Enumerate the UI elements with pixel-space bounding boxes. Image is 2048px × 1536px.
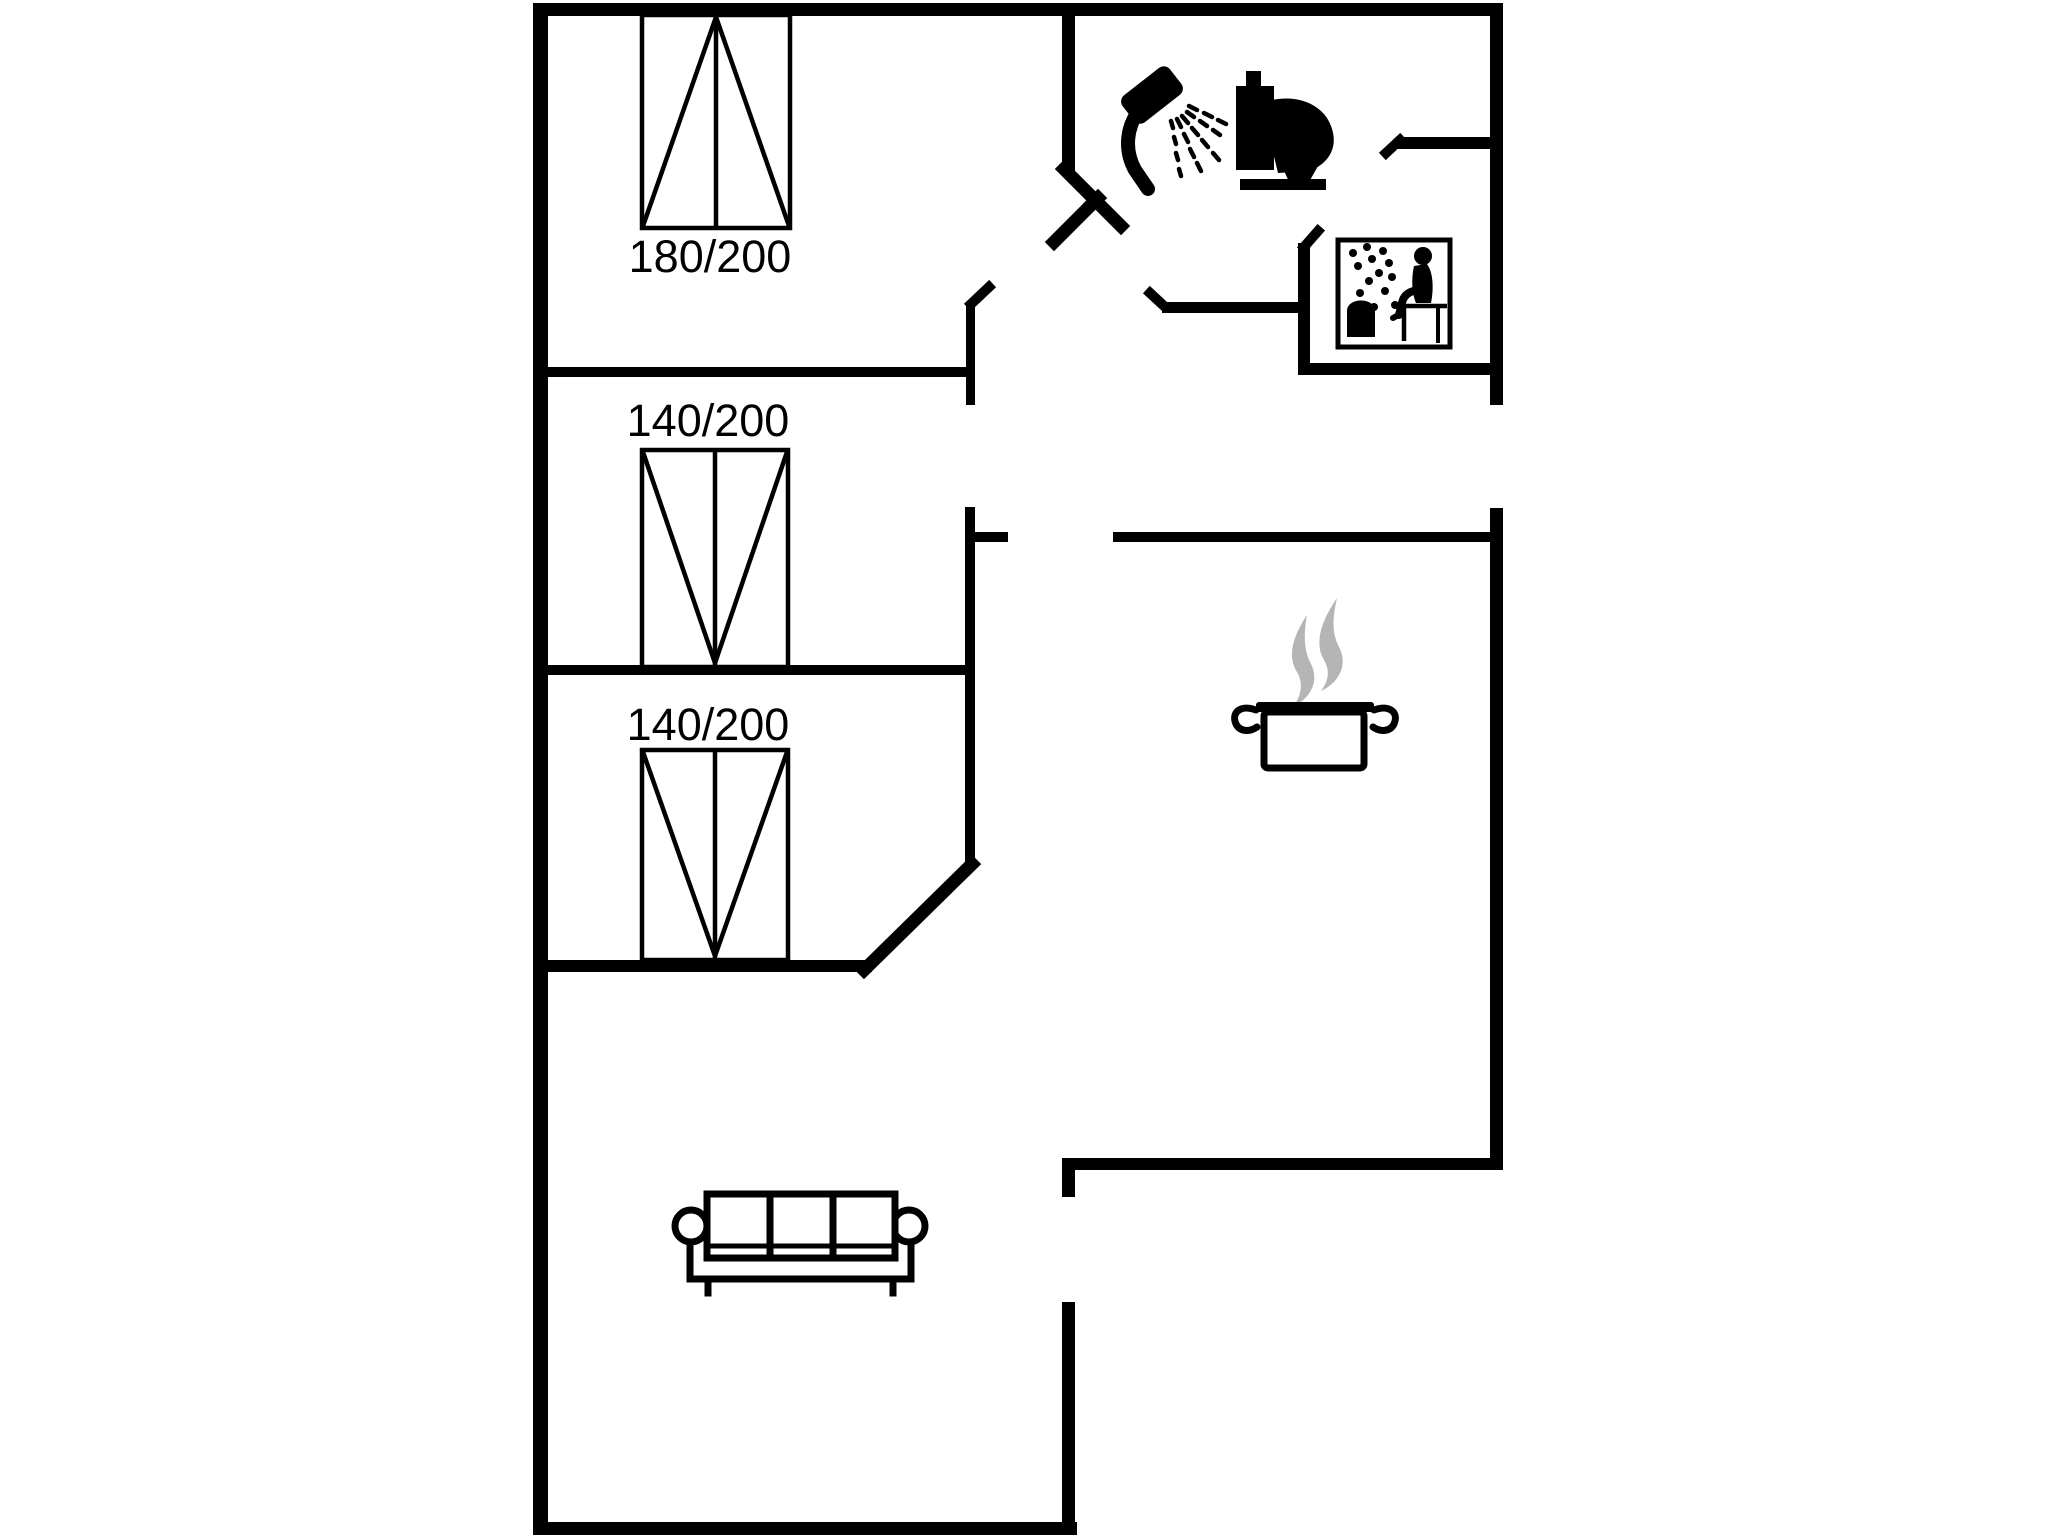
wall-bedroom1-east-jamb <box>966 303 975 405</box>
bed-3 <box>639 747 791 963</box>
steam-right <box>1319 598 1343 691</box>
wall-bottom <box>533 1522 1077 1535</box>
bed-1-duvet-right <box>713 16 792 227</box>
shower-handle <box>1121 101 1155 196</box>
bed-1 <box>639 12 793 231</box>
interior-walls <box>548 16 1503 980</box>
bed-3-duvet-left <box>640 751 718 957</box>
sofa-base <box>686 1240 915 1283</box>
wall-bathroom-south <box>1162 302 1310 313</box>
wall-bedroom1-south <box>548 367 975 377</box>
wall-livingroom-east-b <box>1062 1302 1075 1535</box>
bed-1-label: 180/200 <box>629 231 792 282</box>
pot-handle-left <box>1231 704 1261 734</box>
wall-sauna-west <box>1298 243 1310 375</box>
bed-2-duvet-right <box>712 451 790 664</box>
door-jamb-tick-wc <box>1378 132 1408 161</box>
wall-bedroom3-south <box>548 960 872 972</box>
bed-2 <box>639 447 791 670</box>
wall-kitchen-north <box>1113 532 1503 542</box>
bed-2-label: 140/200 <box>627 395 790 446</box>
toilet-tank-cap <box>1246 71 1261 87</box>
door-jamb-tick-bathroom <box>1142 285 1172 314</box>
sauna-person <box>1390 247 1433 321</box>
wall-step-horizontal <box>1062 1158 1503 1170</box>
wall-kitchen-north-stub <box>975 532 1008 542</box>
sauna-steam-dots <box>1349 243 1399 311</box>
wall-bathroom-west <box>1062 16 1075 173</box>
sofa-icon <box>671 1190 929 1297</box>
toilet-pedestal <box>1282 166 1318 182</box>
sauna-icon <box>1335 237 1453 350</box>
wall-wc-east <box>1398 137 1503 149</box>
pot-handle-right <box>1369 704 1399 734</box>
sauna-frame <box>1335 237 1453 350</box>
wall-corridor-west <box>965 507 975 868</box>
toilet-tank <box>1236 86 1274 170</box>
shower-icon <box>1121 66 1229 196</box>
sauna-bench <box>1401 303 1447 341</box>
sofa-arm-left <box>671 1206 711 1246</box>
bed-1-duvet-left <box>640 16 719 227</box>
toilet-bowl <box>1272 98 1334 173</box>
bathroom-door-leaf <box>1044 188 1108 252</box>
toilet-base <box>1240 179 1326 190</box>
pot-body <box>1260 708 1368 772</box>
wall-livingroom-east-a <box>1062 1158 1075 1197</box>
door-jamb-tick-bedroom1 <box>963 279 997 312</box>
bed-3-label: 140/200 <box>627 699 790 750</box>
shower-spray <box>1168 103 1229 179</box>
wall-bedroom2-bedroom3-divider <box>548 665 975 675</box>
bedroom3-door-diagonal <box>854 854 982 980</box>
wall-sauna-south <box>1298 363 1503 375</box>
steam-left <box>1291 615 1315 706</box>
door-jamb-tick-sauna <box>1296 223 1326 255</box>
bed-2-duvet-left <box>640 451 718 664</box>
wall-left <box>533 3 548 1535</box>
bed-3-duvet-right <box>712 751 790 957</box>
sauna-stove <box>1347 300 1375 337</box>
toilet-icon <box>1236 71 1334 190</box>
cooking-pot-icon <box>1231 598 1399 772</box>
wall-right-lower <box>1490 508 1503 1170</box>
wall-right-upper <box>1490 3 1503 405</box>
